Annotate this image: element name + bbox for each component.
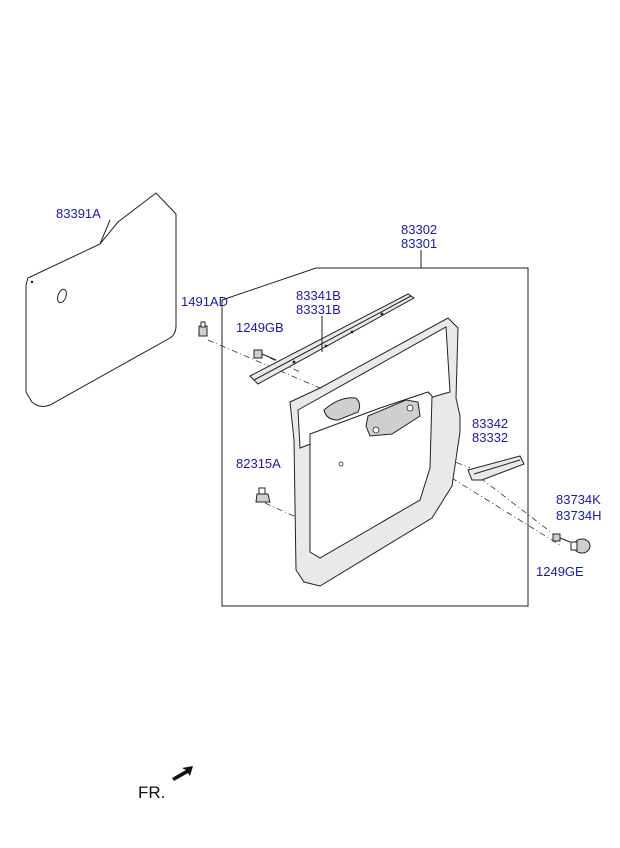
- label-panel-b: 83301: [401, 236, 437, 251]
- label-cap-b: 83734H: [556, 508, 602, 523]
- cap: [570, 538, 591, 554]
- clip-mid: [255, 487, 271, 503]
- label-handle-a: 83342: [472, 416, 508, 431]
- front-direction-label: FR.: [138, 783, 165, 802]
- label-clip-top: 1491AD: [181, 294, 228, 309]
- label-screw-top: 1249GB: [236, 320, 284, 335]
- door-trim-panel: [289, 317, 461, 587]
- label-clip-mid: 82315A: [236, 456, 281, 471]
- pull-handle: [467, 455, 525, 481]
- insulation-pad: [25, 192, 177, 407]
- assembly-frame: [221, 267, 529, 607]
- screw-bottom: [552, 533, 571, 543]
- label-handle-b: 83332: [472, 430, 508, 445]
- label-strip-b: 83331B: [296, 302, 341, 317]
- label-pad: 83391A: [56, 206, 101, 221]
- clip-top: [198, 321, 208, 337]
- label-strip-a: 83341B: [296, 288, 341, 303]
- front-arrow-icon: [172, 766, 193, 781]
- label-screw-bottom: 1249GE: [536, 564, 584, 579]
- weatherstrip: [249, 293, 415, 385]
- label-cap-a: 83734K: [556, 492, 601, 507]
- screw-top: [253, 349, 277, 361]
- label-panel-a: 83302: [401, 222, 437, 237]
- leader-pad: [99, 219, 111, 245]
